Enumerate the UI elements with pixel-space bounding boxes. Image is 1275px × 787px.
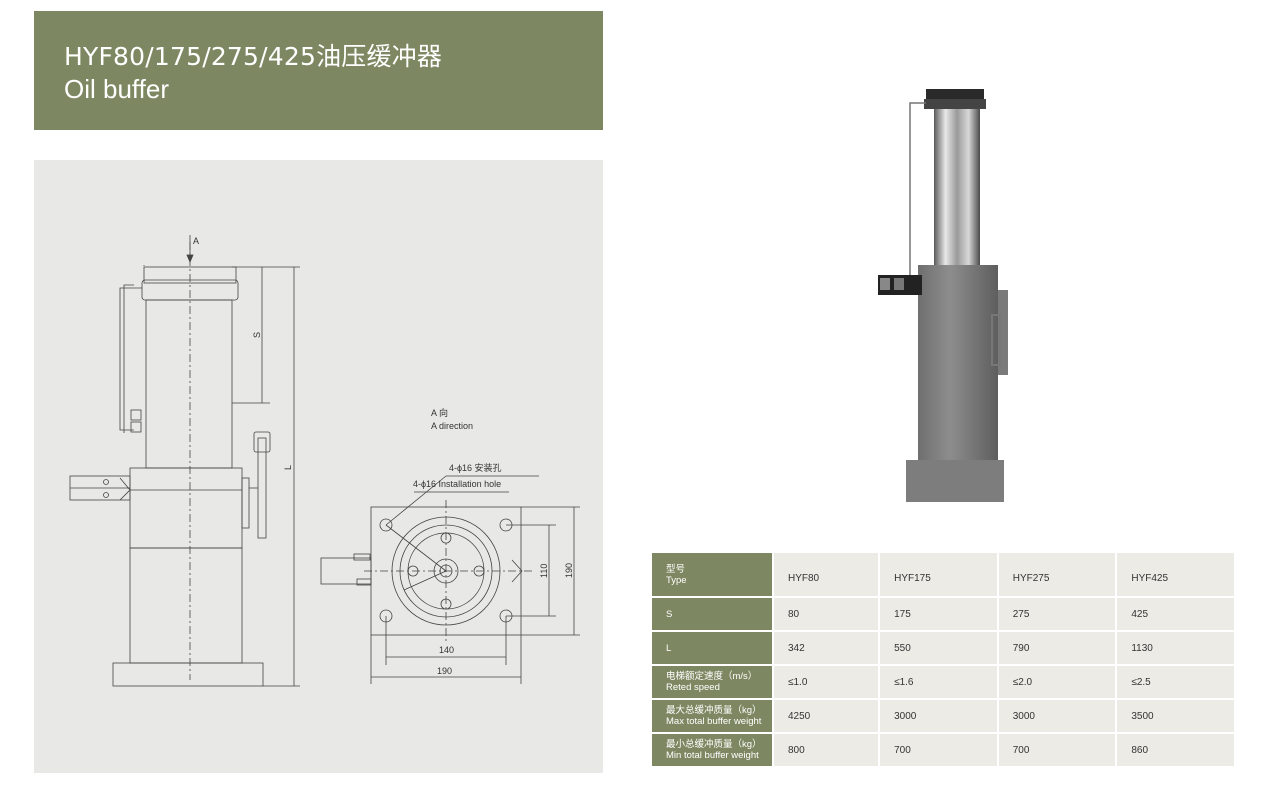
table-cell: 860: [1115, 732, 1236, 768]
table-cell: 790: [996, 630, 1118, 666]
dim-110-label: 110: [539, 564, 549, 578]
table-cell: ≤1.0: [771, 664, 881, 700]
dim-190-horizontal-label: 190: [437, 666, 452, 676]
title-en: Oil buffer: [64, 74, 170, 104]
table-row: 最大总缓冲质量（kg） Max total buffer weight 4250…: [650, 698, 1236, 734]
row-label: 最小总缓冲质量（kg） Min total buffer weight: [650, 732, 774, 768]
table-cell: 4250: [771, 698, 881, 734]
arrow-a-label: A: [193, 236, 199, 246]
hole-en-label: 4-ϕ16 Installation hole: [413, 479, 501, 489]
title-cn: HYF80/175/275/425油压缓冲器: [64, 42, 443, 71]
table-cell: ≤2.5: [1115, 664, 1236, 700]
table-row: 电梯额定速度（m/s） Reted speed ≤1.0 ≤1.6 ≤2.0 ≤…: [650, 664, 1236, 700]
table-cell: 275: [996, 596, 1118, 632]
table-cell: HYF80: [771, 551, 881, 598]
row-label-en: Min total buffer weight: [666, 750, 759, 761]
dim-s-label: S: [252, 332, 262, 338]
buffer-product-photo: [878, 89, 1008, 502]
row-label: S: [650, 596, 774, 632]
row-label-cn: 电梯额定速度（m/s）: [666, 671, 758, 682]
table-cell: HYF425: [1115, 551, 1236, 598]
table-cell: 700: [996, 732, 1118, 768]
table-cell: 80: [771, 596, 881, 632]
row-label-cn: L: [666, 642, 672, 654]
table-cell: 3500: [1115, 698, 1236, 734]
table-cell: HYF175: [878, 551, 999, 598]
page-header: HYF80/175/275/425油压缓冲器 Oil buffer: [34, 11, 603, 130]
technical-drawing-panel: A S L A 向 A direction 4-ϕ16 安装孔 4-ϕ16 In…: [34, 160, 603, 773]
table-header-row: 型号 Type HYF80 HYF175 HYF275 HYF425: [650, 551, 1236, 598]
direction-en-label: A direction: [431, 421, 473, 431]
table-cell: 800: [771, 732, 881, 768]
row-label: 型号 Type: [650, 551, 774, 598]
dim-l-label: L: [283, 465, 293, 470]
row-label-cn: 最小总缓冲质量（kg）: [666, 739, 762, 750]
dim-140-label: 140: [439, 645, 454, 655]
table-cell: 342: [771, 630, 881, 666]
row-label: 最大总缓冲质量（kg） Max total buffer weight: [650, 698, 774, 734]
technical-drawing: A S L A 向 A direction 4-ϕ16 安装孔 4-ϕ16 In…: [69, 235, 580, 687]
table-cell: 550: [878, 630, 999, 666]
dim-190-vertical-label: 190: [564, 563, 574, 578]
table-cell: 425: [1115, 596, 1236, 632]
direction-cn-label: A 向: [431, 407, 448, 418]
row-label: L: [650, 630, 774, 666]
table-cell: 3000: [996, 698, 1118, 734]
row-label: 电梯额定速度（m/s） Reted speed: [650, 664, 774, 700]
table-cell: 175: [878, 596, 999, 632]
table-cell: HYF275: [996, 551, 1118, 598]
table-cell: 700: [878, 732, 999, 768]
row-label-cn: 型号: [666, 563, 686, 575]
row-label-en: Type: [666, 574, 687, 586]
row-label-en: Max total buffer weight: [666, 716, 762, 727]
table-cell: ≤2.0: [996, 664, 1118, 700]
row-label-cn: S: [666, 608, 673, 620]
table-row: S 80 175 275 425: [650, 596, 1236, 632]
table-row: 最小总缓冲质量（kg） Min total buffer weight 800 …: [650, 732, 1236, 768]
table-cell: ≤1.6: [878, 664, 999, 700]
hole-cn-label: 4-ϕ16 安装孔: [449, 462, 502, 473]
table-cell: 3000: [878, 698, 999, 734]
row-label-en: Reted speed: [666, 682, 720, 693]
table-row: L 342 550 790 1130: [650, 630, 1236, 666]
row-label-cn: 最大总缓冲质量（kg）: [666, 705, 762, 716]
table-cell: 1130: [1115, 630, 1236, 666]
spec-table: 型号 Type HYF80 HYF175 HYF275 HYF425 S 80 …: [650, 551, 1236, 768]
